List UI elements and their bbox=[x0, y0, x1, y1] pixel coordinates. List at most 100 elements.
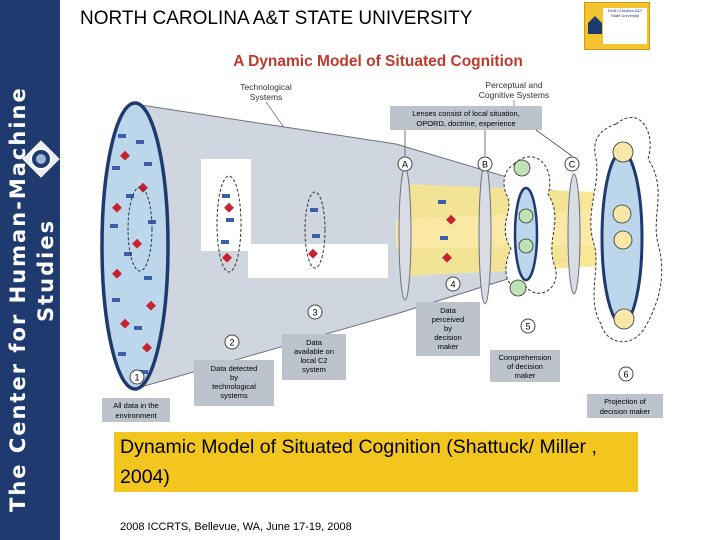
data-item bbox=[110, 224, 118, 228]
marker-3-label: 3 bbox=[312, 308, 317, 318]
box-detected-line2: by bbox=[230, 373, 238, 382]
data-item bbox=[438, 200, 446, 204]
data-item bbox=[142, 342, 152, 353]
data-item bbox=[112, 298, 120, 302]
sidebar-banner: The Center for Human-Machine Studies bbox=[0, 0, 60, 540]
comprehension-ellipse bbox=[513, 186, 539, 282]
caption-box: Dynamic Model of Situated Cognition (Sha… bbox=[114, 432, 638, 492]
data-item bbox=[118, 352, 126, 356]
data-item bbox=[118, 134, 126, 138]
data-item bbox=[112, 166, 120, 170]
data-item bbox=[226, 218, 234, 222]
situated-cognition-diagram: A Dynamic Model of Situated Cognition Te… bbox=[100, 53, 663, 422]
box-data-detected bbox=[194, 360, 274, 406]
concept-node bbox=[613, 230, 633, 250]
lens-b bbox=[478, 163, 492, 305]
marker-a bbox=[397, 156, 413, 172]
box-available-line2: available on bbox=[294, 347, 334, 356]
concept-node bbox=[612, 141, 634, 163]
label-tech-line1: Technological bbox=[240, 82, 292, 92]
box-comprehension-line1: Comprehension bbox=[499, 353, 552, 362]
light-patch bbox=[248, 244, 388, 278]
box-perceived-line3: by bbox=[444, 324, 452, 333]
data-item bbox=[120, 150, 130, 161]
marker-4-label: 4 bbox=[450, 280, 455, 290]
data-item bbox=[222, 252, 232, 263]
box-detected-line4: systems bbox=[220, 391, 248, 400]
concept-node bbox=[513, 159, 531, 177]
box-perceived-line4: decision bbox=[434, 333, 462, 342]
building-icon bbox=[588, 16, 602, 34]
box-available-line1: Data bbox=[306, 338, 323, 347]
label-perceptual-line2: Cognitive Systems bbox=[479, 90, 549, 100]
seal-icon bbox=[22, 140, 60, 178]
data-item bbox=[132, 238, 142, 249]
box-available-line4: system bbox=[302, 365, 326, 374]
marker-b bbox=[477, 156, 493, 172]
dashed-ellipse bbox=[127, 186, 153, 272]
data-item bbox=[112, 268, 122, 279]
box-perceived-line5: maker bbox=[438, 342, 459, 351]
box-comprehension-line3: maker bbox=[515, 371, 536, 380]
marker-2-label: 2 bbox=[229, 338, 234, 348]
detected-data-items bbox=[221, 194, 320, 263]
box-all-data-line1: All data in the bbox=[113, 401, 158, 410]
box-all-data-line2: environment bbox=[115, 411, 157, 420]
concept-node bbox=[613, 308, 635, 330]
concept-node bbox=[612, 204, 632, 224]
marker-5 bbox=[520, 318, 536, 334]
data-item bbox=[120, 318, 130, 329]
box-detected-line1: Data detected bbox=[211, 364, 258, 373]
data-item bbox=[446, 214, 456, 225]
box-comprehension bbox=[490, 350, 560, 382]
data-item bbox=[124, 252, 132, 256]
lenses-box-line2: OPORD, doctrine, experience bbox=[416, 119, 515, 128]
data-item bbox=[310, 208, 318, 212]
logo-text: North Carolina A&T State University bbox=[603, 8, 647, 44]
data-item bbox=[136, 140, 144, 144]
lens-leader bbox=[535, 129, 573, 157]
marker-b-label: B bbox=[482, 160, 488, 170]
sidebar-sub-text: Studies bbox=[34, 218, 58, 322]
lens-c bbox=[567, 173, 581, 295]
label-tech-line2: Systems bbox=[250, 92, 283, 102]
footer-text: 2008 ICCRTS, Bellevue, WA, June 17-19, 2… bbox=[120, 521, 352, 533]
data-item bbox=[221, 240, 229, 244]
lenses-box-line1: Lenses consist of local situation, bbox=[412, 109, 520, 118]
data-item bbox=[224, 202, 234, 213]
data-item bbox=[112, 202, 122, 213]
marker-a-label: A bbox=[402, 160, 408, 170]
marker-1 bbox=[129, 369, 145, 385]
environment-data-items bbox=[110, 134, 156, 374]
university-logo: North Carolina A&T State University bbox=[584, 2, 650, 50]
diagram-title: A Dynamic Model of Situated Cognition bbox=[233, 53, 523, 70]
data-item bbox=[222, 194, 230, 198]
data-item bbox=[308, 248, 318, 259]
marker-2 bbox=[224, 334, 240, 350]
box-detected-line3: technological bbox=[212, 382, 256, 391]
box-projection-line1: Projection of bbox=[604, 397, 647, 406]
data-item bbox=[144, 276, 152, 280]
data-item bbox=[140, 370, 148, 374]
concept-node bbox=[518, 208, 534, 224]
box-perceived-line1: Data bbox=[440, 306, 457, 315]
data-item bbox=[126, 194, 134, 198]
marker-4 bbox=[445, 276, 461, 292]
data-item bbox=[144, 162, 152, 166]
box-projection-line2: decision maker bbox=[600, 407, 651, 416]
marker-6 bbox=[618, 366, 634, 382]
marker-3 bbox=[307, 304, 323, 320]
lens-a bbox=[398, 167, 412, 301]
box-available-line3: local C2 bbox=[300, 356, 327, 365]
marker-6-label: 6 bbox=[623, 370, 628, 380]
box-all-data bbox=[102, 398, 170, 422]
light-patch bbox=[201, 159, 251, 251]
concept-node bbox=[509, 279, 527, 297]
lens-data-items bbox=[438, 200, 456, 263]
data-item bbox=[440, 236, 448, 240]
box-comprehension-line2: of decision bbox=[507, 362, 543, 371]
data-item bbox=[312, 234, 320, 238]
data-item bbox=[134, 326, 142, 330]
label-perceptual-line1: Perceptual and bbox=[485, 80, 542, 90]
box-data-perceived bbox=[416, 302, 480, 356]
